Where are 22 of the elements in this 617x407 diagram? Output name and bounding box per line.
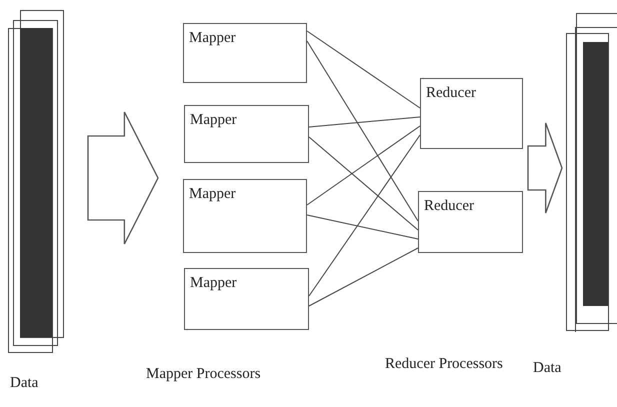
data-stack-drawing	[564, 10, 617, 332]
group-label: Mapper Processors	[146, 366, 261, 383]
process-box: Mapper	[183, 179, 307, 253]
connector-line	[308, 116, 420, 128]
data-label: Data	[10, 375, 38, 392]
connector-line	[306, 214, 418, 240]
group-label: Reducer Processors	[385, 356, 503, 373]
data-stack-drawing	[6, 8, 66, 354]
connector-line	[306, 40, 418, 222]
process-box: Mapper	[184, 105, 309, 163]
connector-line	[306, 30, 420, 108]
process-box: Mapper	[183, 23, 307, 83]
connector-line	[308, 136, 418, 230]
connector-line	[308, 248, 418, 306]
block-arrow	[87, 111, 159, 245]
data-label: Data	[533, 360, 562, 377]
block-arrow	[527, 122, 563, 214]
process-box: Reducer	[420, 78, 523, 149]
process-box: Mapper	[184, 268, 309, 330]
connector-line	[306, 126, 420, 206]
connector-line	[308, 134, 420, 296]
process-box: Reducer	[418, 191, 523, 253]
